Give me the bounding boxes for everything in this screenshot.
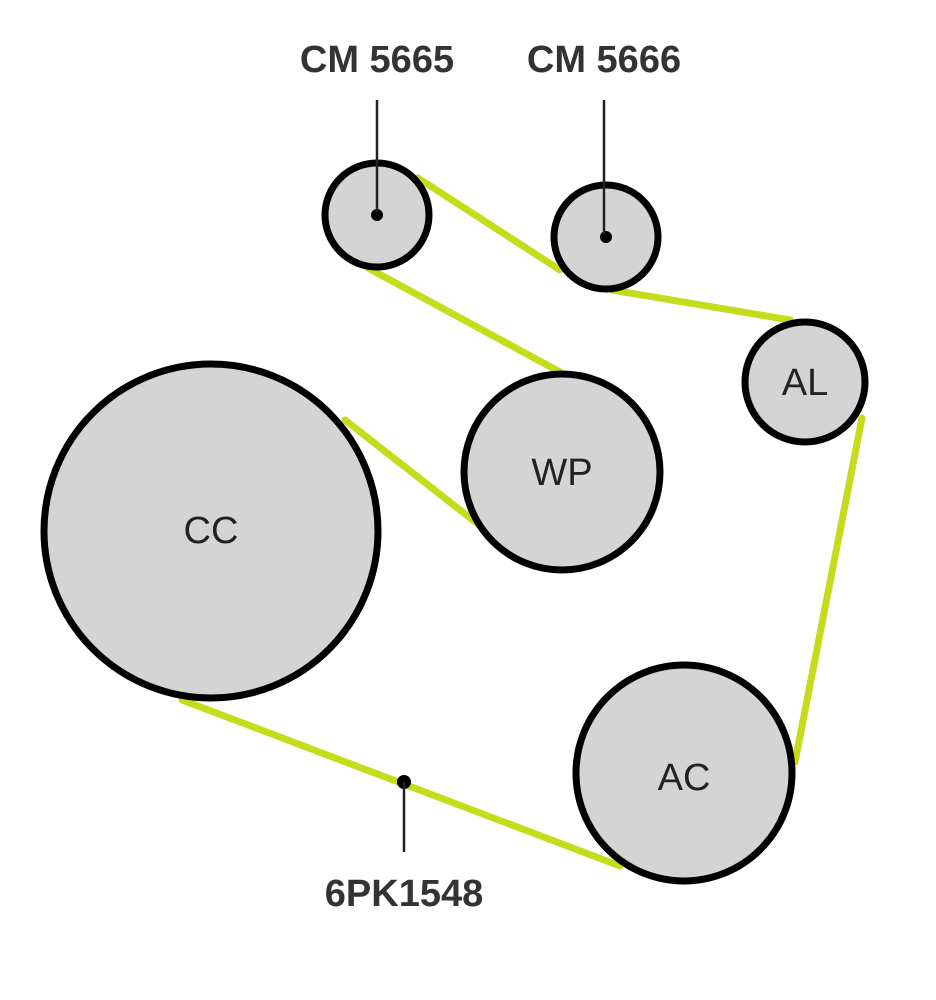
belt-segment-al-ac xyxy=(791,414,866,766)
belt-segment-cm5666-al xyxy=(608,286,794,324)
callout-cm5666-text: CM 5666 xyxy=(527,39,681,81)
belt-segment-cc-wp xyxy=(341,416,487,532)
belt-segment-wp-cm5665 xyxy=(364,264,564,376)
callout-cm5666: CM 5666 xyxy=(527,39,681,234)
pulley-cm5666-center-dot xyxy=(600,231,612,243)
pulley-cc-circle xyxy=(40,360,382,702)
pulley-cc: CC xyxy=(40,360,382,702)
pulley-ac-circle xyxy=(572,661,796,885)
belt xyxy=(178,174,866,870)
pulley-cm5665-center-dot xyxy=(371,209,383,221)
pulley-wp-circle xyxy=(460,370,664,574)
pulley-al: AL xyxy=(741,318,869,446)
callout-belt: 6PK1548 xyxy=(325,775,483,915)
pulley-cc-label: CC xyxy=(184,510,239,552)
callout-cm5665: CM 5665 xyxy=(300,39,454,212)
pulley-al-label: AL xyxy=(782,362,828,404)
pulley-al-circle xyxy=(741,318,869,446)
pulley-cm5666 xyxy=(550,181,662,293)
pulley-ac-label: AC xyxy=(658,757,711,799)
callout-belt-text: 6PK1548 xyxy=(325,873,483,915)
pulley-wp: WP xyxy=(460,370,664,574)
pulley-wp-label: WP xyxy=(531,452,592,494)
belt-segment-cm5665-cm5666 xyxy=(414,174,564,274)
pulley-ac: AC xyxy=(572,661,796,885)
callout-cm5665-text: CM 5665 xyxy=(300,39,454,81)
